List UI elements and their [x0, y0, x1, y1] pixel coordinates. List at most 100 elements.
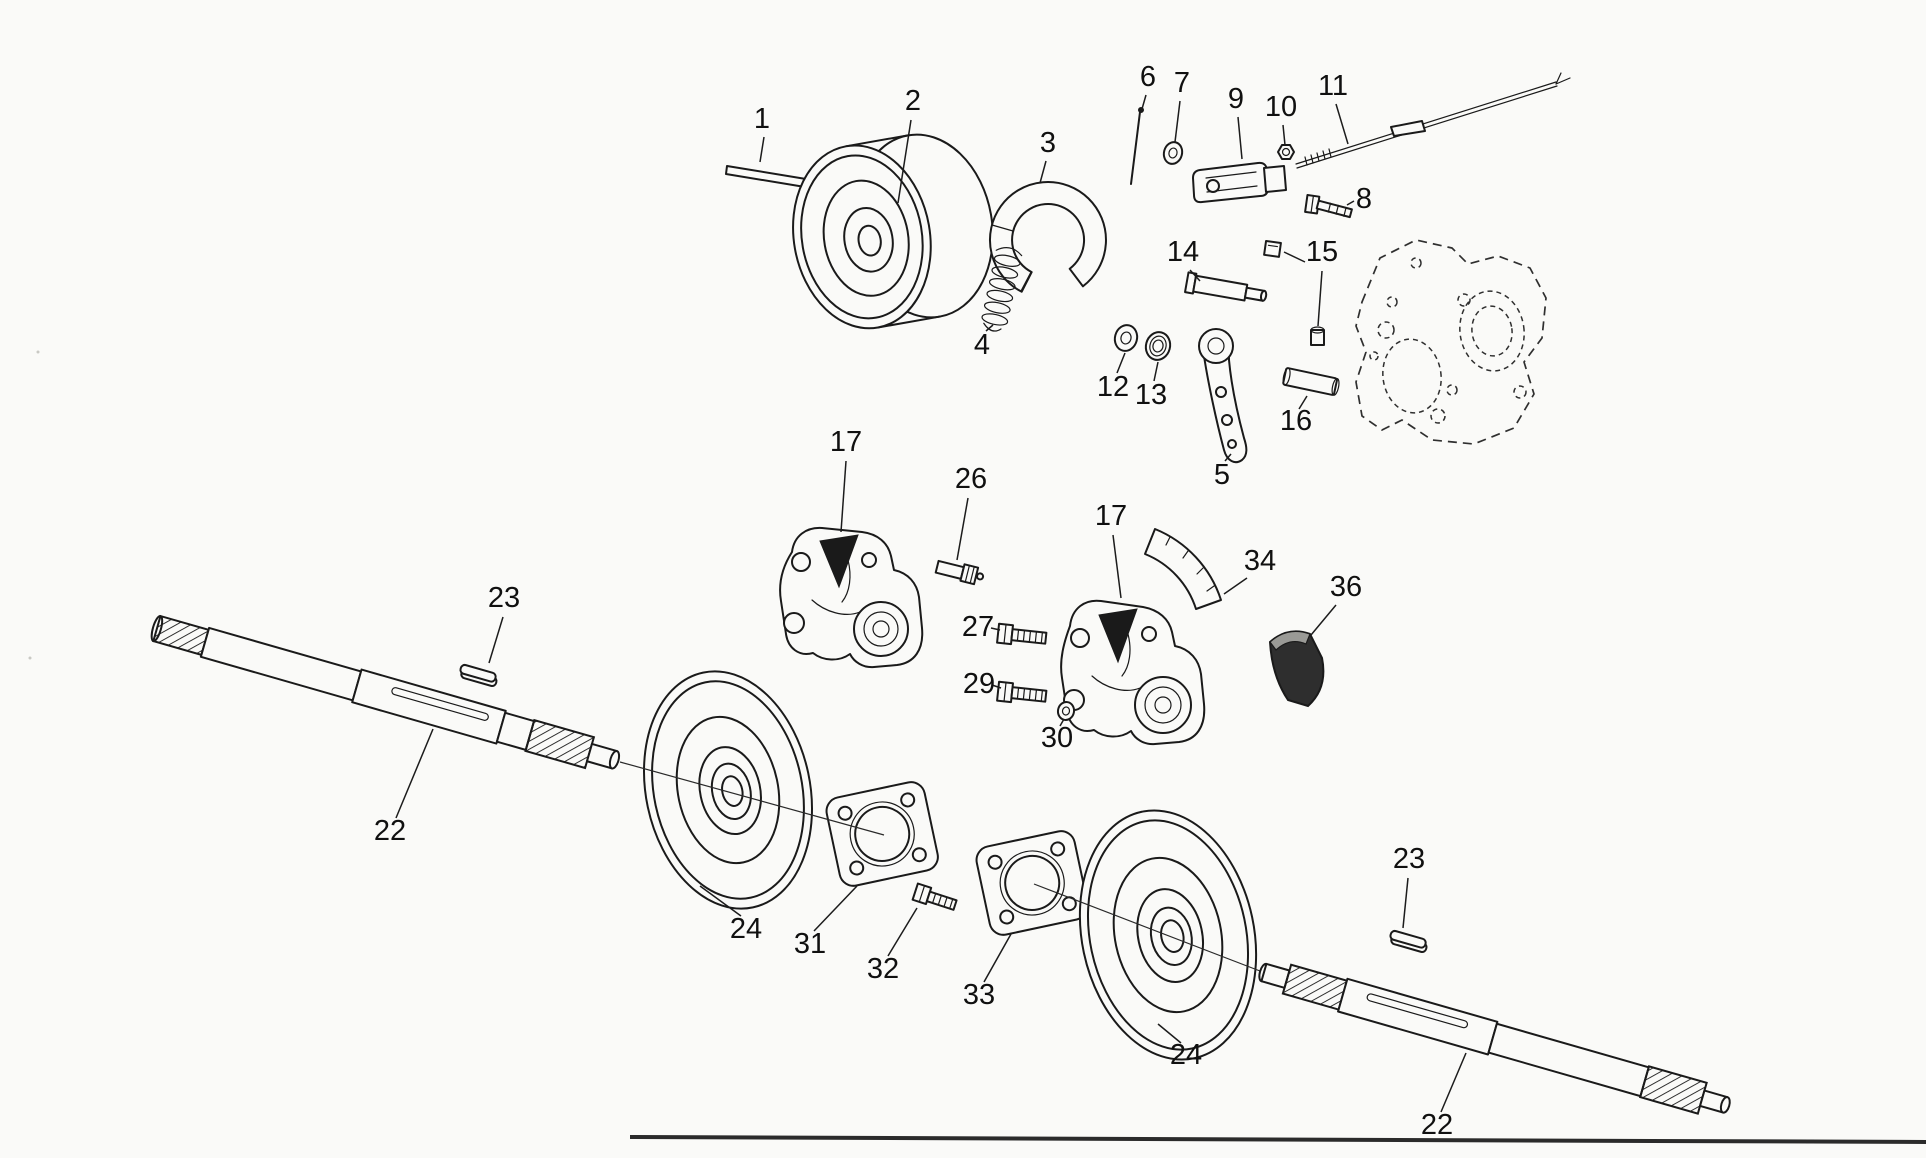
callout-30: 30: [1041, 718, 1073, 754]
part-number: 15: [1306, 236, 1338, 268]
leader-line: [813, 885, 858, 932]
callout-13: 13: [1135, 361, 1167, 411]
bushing-illustration: [1310, 326, 1325, 346]
callout-2: 2: [897, 85, 921, 204]
leader-line: [991, 684, 1002, 689]
callout-31: 31: [794, 885, 858, 960]
leader-line: [897, 119, 912, 204]
clevis-illustration: [1192, 161, 1287, 204]
leader-line: [1153, 361, 1159, 382]
part-number: 2: [905, 85, 921, 117]
part-number: 29: [963, 668, 995, 700]
leader-line: [1112, 534, 1122, 599]
scan-speck: [28, 656, 32, 660]
axis-line: [619, 761, 885, 836]
leader-line: [1402, 877, 1409, 929]
part-number: 13: [1135, 379, 1167, 411]
leader-line: [1282, 124, 1286, 146]
leader-line: [1346, 200, 1355, 206]
part-number: 12: [1097, 371, 1129, 403]
callout-3: 3: [1039, 127, 1056, 184]
leader-line: [1224, 453, 1232, 462]
callout-12: 12: [1097, 352, 1129, 403]
callout-7: 7: [1174, 67, 1190, 143]
bolt-illustration: [996, 622, 1048, 646]
leader-line: [1223, 577, 1248, 595]
callout-23: 23: [488, 582, 520, 664]
part-number: 24: [730, 913, 762, 945]
part-number: 5: [1214, 459, 1230, 491]
leader-line: [1335, 103, 1349, 145]
callout-17: 17: [830, 426, 862, 533]
callout-34: 34: [1223, 545, 1276, 595]
part-number: 23: [488, 582, 520, 614]
lever-illustration: [1198, 328, 1248, 464]
axle-shaft-illustration: [150, 614, 621, 770]
leader-line: [488, 616, 504, 664]
leader-line: [1116, 352, 1126, 374]
callout-23: 23: [1393, 843, 1425, 929]
needle-pin-illustration: [1130, 107, 1144, 185]
part-number: 23: [1393, 843, 1425, 875]
part-number: 30: [1041, 722, 1073, 754]
leader-line: [1317, 270, 1323, 327]
leader-line: [1174, 100, 1181, 143]
leader-line: [983, 933, 1012, 983]
bolt-illustration: [911, 882, 958, 911]
leader-line: [840, 460, 847, 533]
caliper-housing-illustration: [1060, 599, 1206, 746]
brake-shoes-illustration: [988, 181, 1107, 293]
leader-line: [1283, 251, 1306, 263]
part-number: 26: [955, 463, 987, 495]
axle-shaft-illustration: [1258, 962, 1731, 1115]
part-number: 1: [754, 103, 770, 135]
washer-illustration: [1144, 331, 1172, 361]
leader-line: [887, 907, 918, 957]
callout-11: 11: [1318, 70, 1349, 145]
leader-line: [1298, 395, 1308, 410]
callout-6: 6: [1140, 61, 1156, 110]
pivot-pin-illustration: [1184, 271, 1268, 302]
part-number: 8: [1356, 183, 1372, 215]
pin-illustration: [1282, 367, 1340, 396]
part-number: 31: [794, 928, 826, 960]
bleeder-screw-illustration: [934, 559, 985, 586]
callout-10: 10: [1265, 91, 1297, 146]
leader-line: [985, 324, 994, 332]
washer-illustration: [1162, 141, 1184, 165]
axis-line: [1033, 883, 1261, 972]
locknut-illustration: [1277, 144, 1295, 160]
callout-29: 29: [963, 668, 1002, 700]
callout-4: 4: [974, 324, 994, 361]
callout-24: 24: [1157, 1023, 1202, 1071]
callout-14: 14: [1167, 236, 1201, 282]
part-number: 22: [374, 815, 406, 847]
anchor-plate-illustration: [1144, 528, 1222, 610]
leader-line: [1189, 269, 1201, 282]
scan-speck: [36, 350, 40, 354]
part-number: 24: [1170, 1039, 1202, 1071]
pulley-drum-illustration: [643, 670, 813, 910]
callout-24: 24: [699, 885, 762, 945]
page-edge-line: [629, 1135, 1926, 1144]
pin-illustration: [725, 165, 807, 188]
leader-line: [1440, 1052, 1467, 1113]
bolt-illustration: [1304, 194, 1353, 219]
square-nut-illustration: [1263, 239, 1282, 258]
leader-line: [759, 136, 765, 163]
callout-27: 27: [962, 611, 1001, 643]
part-number: 34: [1244, 545, 1276, 577]
callout-17: 17: [1095, 500, 1127, 599]
leader-line: [1157, 1023, 1182, 1044]
part-number: 3: [1040, 127, 1056, 159]
part-number: 27: [962, 611, 994, 643]
mounting-plate-illustration: [975, 830, 1089, 936]
part-number: 14: [1167, 236, 1199, 268]
leader-line: [1141, 94, 1147, 110]
leader-line: [1059, 718, 1065, 727]
part-number: 9: [1228, 83, 1244, 115]
callout-5: 5: [1214, 453, 1232, 491]
